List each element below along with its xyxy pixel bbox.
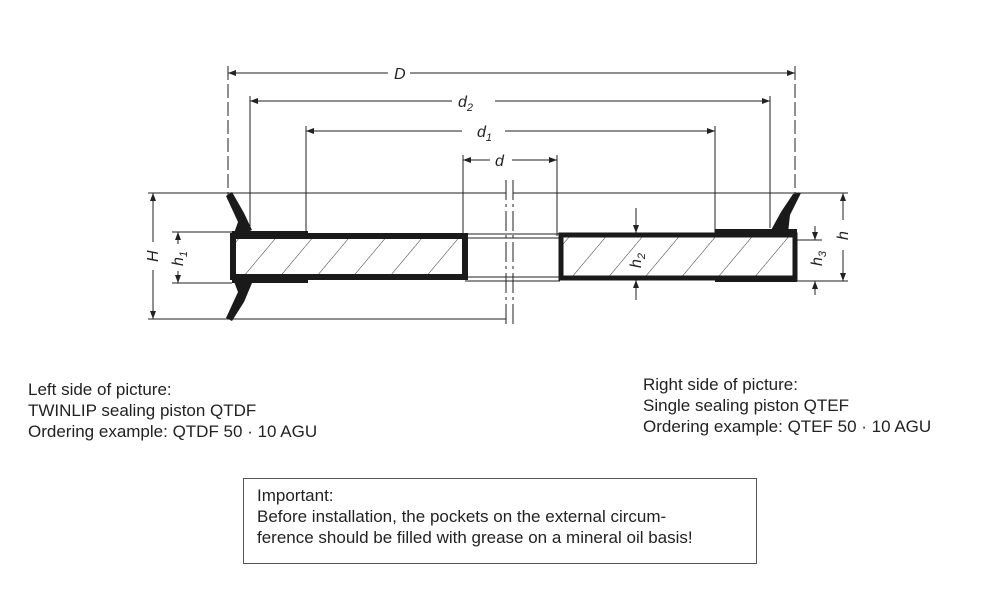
left-caption-ordering: Ordering example: QTDF 50 · 10 AGU bbox=[28, 422, 318, 441]
label-h2: h2 bbox=[628, 253, 648, 268]
twinlip-piston-section bbox=[226, 192, 468, 321]
label-h3: h3 bbox=[809, 250, 829, 266]
note-line-1: Before installation, the pockets on the … bbox=[257, 507, 667, 526]
right-caption-product: Single sealing piston QTEF bbox=[643, 396, 849, 415]
label-d2: d2 bbox=[458, 94, 473, 114]
important-note-box: Important: Before installation, the pock… bbox=[243, 478, 757, 564]
note-line-2: ference should be filled with grease on … bbox=[257, 528, 693, 547]
label-H: H bbox=[145, 250, 162, 262]
label-d: d bbox=[495, 153, 505, 170]
label-d1: d1 bbox=[477, 124, 492, 144]
right-caption-ordering: Ordering example: QTEF 50 · 10 AGU bbox=[643, 417, 932, 436]
note-title: Important: bbox=[257, 486, 334, 505]
left-side-caption: Left side of picture: TWINLIP sealing pi… bbox=[28, 379, 317, 442]
right-side-caption: Right side of picture: Single sealing pi… bbox=[643, 374, 931, 437]
left-caption-title: Left side of picture: bbox=[28, 380, 172, 399]
right-caption-title: Right side of picture: bbox=[643, 375, 798, 394]
label-D: D bbox=[394, 66, 406, 83]
single-piston-section bbox=[558, 193, 801, 282]
label-h1: h1 bbox=[170, 251, 190, 266]
left-caption-product: TWINLIP sealing piston QTDF bbox=[28, 401, 257, 420]
label-h: h bbox=[835, 231, 852, 240]
